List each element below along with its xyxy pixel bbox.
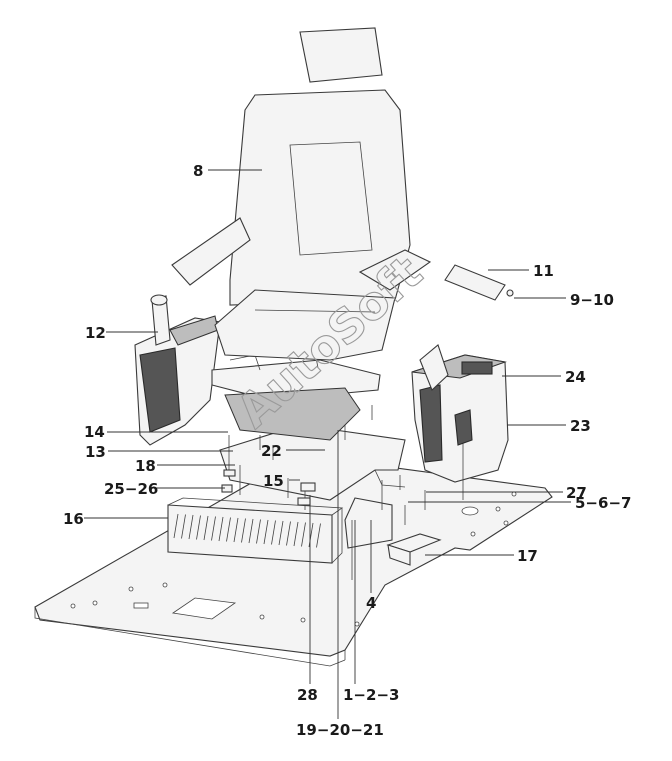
vent-slot: [226, 517, 231, 542]
callout-label-c13: 13: [85, 443, 106, 461]
vent-slot: [181, 514, 186, 539]
callouts: 8 11 9−10 12 24 23 14 13 22 18 15 25−26 275−6−7 16 17 4…: [63, 162, 631, 739]
vent-slot: [278, 520, 284, 546]
callout-label-c4: 4: [366, 594, 376, 612]
seat-base: [211, 351, 381, 441]
vent-slot: [173, 513, 179, 539]
vent-slot: [241, 518, 246, 543]
vent-slot: [233, 517, 239, 543]
callout-label-c23: 23: [570, 417, 591, 435]
callout-label-c25: 25−26: [104, 480, 158, 498]
left-console-12: [134, 294, 221, 446]
callout-label-c17: 17: [517, 547, 538, 565]
vent-slot: [271, 520, 276, 545]
bracket-11: [444, 264, 514, 301]
callout-label-c1: 1−2−3: [343, 686, 399, 704]
vent-slot: [286, 521, 291, 546]
vent-slot: [196, 515, 201, 540]
callout-label-c15: 15: [263, 472, 284, 490]
callout-label-c9: 9−10: [570, 291, 614, 309]
callout-label-c24: 24: [565, 368, 586, 386]
callout-label-c5: 5−6−7: [575, 494, 631, 512]
callout-label-c8: 8: [193, 162, 203, 180]
callout-label-c14: 14: [84, 423, 105, 441]
callout-label-c12: 12: [85, 324, 106, 342]
callout-label-c28: 28: [297, 686, 318, 704]
vent-slot: [301, 522, 306, 547]
vent-slot: [188, 514, 194, 540]
callout-label-c11: 11: [533, 262, 554, 280]
callout-label-c27: 27: [566, 484, 587, 502]
seat-8: [171, 27, 432, 361]
vent-slot: [256, 519, 261, 544]
right-console-23: [411, 344, 509, 500]
callout-label-c16: 16: [63, 510, 84, 528]
callout-label-c18: 18: [135, 457, 156, 475]
vent-slot: [263, 519, 269, 545]
vent-slot: [316, 523, 321, 548]
callout-label-c22: 22: [261, 442, 282, 460]
vent-slot: [218, 516, 224, 542]
vent-slot: [203, 515, 209, 541]
vent-slot: [293, 521, 299, 547]
bolts: [221, 405, 426, 580]
vent-slot: [211, 516, 216, 541]
block-17: [386, 533, 442, 566]
callout-label-c19: 19−20−21: [296, 721, 384, 739]
front-cover-16: [167, 497, 344, 564]
vent-slot: [248, 518, 254, 544]
